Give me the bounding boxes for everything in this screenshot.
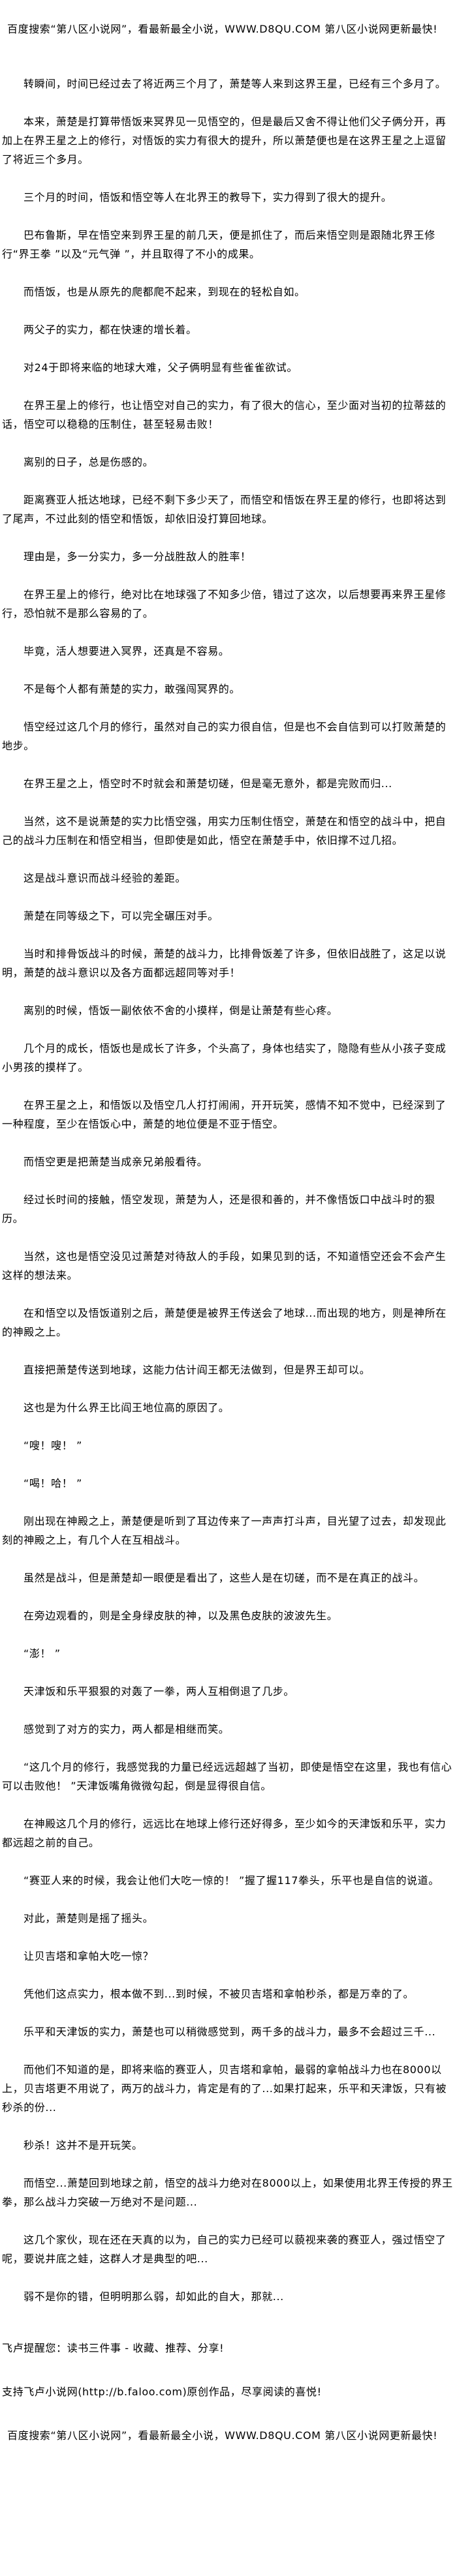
paragraph: 在界王星上的修行，也让悟空对自己的实力，有了很大的信心，至少面对当初的拉蒂兹的话… <box>2 399 447 430</box>
paragraph: “澎！ ” <box>24 1647 61 1660</box>
paragraph: 在和悟空以及悟饭道别之后，萧楚便是被界王传送会了地球...而出现的地方，则是神所… <box>2 1307 447 1338</box>
paragraph: 虽然是战斗，但是萧楚却一眼便是看出了，这些人是在切磋，而不是在真正的战斗。 <box>24 1572 425 1584</box>
paragraph: 当然，这不是说萧楚的实力比悟空强，用实力压制住悟空，萧楚在和悟空的战斗中，把自己… <box>2 815 447 846</box>
paragraph: 在界王星之上，悟空时不时就会和萧楚切磋，但是毫无意外，都是完败而归... <box>24 777 392 790</box>
paragraph: 对24于即将来临的地球大难，父子俩明显有些雀雀欲试。 <box>24 361 298 374</box>
paragraph: 两父子的实力，都在快速的增长着。 <box>24 323 197 336</box>
footer-support-link: 支持飞卢小说网(http://b.faloo.com)原创作品，尽享阅读的喜悦! <box>2 2386 322 2398</box>
paragraph: 萧楚在同等级之下，可以完全碾压对手。 <box>24 910 219 922</box>
paragraph: 感觉到了对方的实力，两人都是相继而笑。 <box>24 1723 230 1735</box>
site-banner-bottom: 百度搜索“第八区小说网”，看最新最全小说，WWW.D8QU.COM 第八区小说网… <box>7 2429 438 2442</box>
paragraph: 乐平和天津饭的实力，萧楚也可以稍微感觉到，两千多的战斗力，最多不会超过三千... <box>24 2026 436 2038</box>
paragraph: 当时和排骨饭战斗的时候，萧楚的战斗力，比排骨饭差了许多，但依旧战胜了，这足以说明… <box>2 948 447 979</box>
document-page: 百度搜索“第八区小说网”，看最新最全小说，WWW.D8QU.COM 第八区小说网… <box>2 23 453 2445</box>
paragraph: 几个月的成长，悟饭也是成长了许多，个头高了，身体也结实了，隐隐有些从小孩子变成小… <box>2 1042 447 1073</box>
paragraph: 对此，萧楚则是摇了摇头。 <box>24 1912 154 1925</box>
paragraph: 而悟空更是把萧楚当成亲兄弟般看待。 <box>24 1156 208 1168</box>
paragraph: 而悟饭，也是从原先的爬都爬不起来，到现在的轻松自如。 <box>24 286 306 298</box>
paragraph: 而悟空...萧楚回到地球之前，悟空的战斗力绝对在8000以上，如果使用北界王传授… <box>2 2177 453 2208</box>
paragraph: 在界王星上的修行，绝对比在地球强了不知多少倍，错过了这次，以后想要再来界王星修行… <box>2 588 447 620</box>
paragraph: 巴布鲁斯，早在悟空来到界王星的前几天，便是抓住了，而后来悟空则是跟随北界王修行“… <box>2 229 435 260</box>
paragraph: 刚出现在神殿之上，萧楚便是听到了耳边传来了一声声打斗声，目光望了过去，却发现此刻… <box>2 1515 447 1546</box>
paragraph: 这也是为什么界王比阎王地位高的原因了。 <box>24 1401 230 1414</box>
page-footer: 飞卢提醒您：读书三件事 - 收藏、推荐、分享! 支持飞卢小说网(http://b… <box>2 2339 453 2445</box>
paragraph: “这几个月的修行，我感觉我的力量已经远远超越了当初，即使是悟空在这里，我也有信心… <box>2 1761 452 1792</box>
paragraph: 在神殿这几个月的修行，远远比在地球上修行还好得多，至少如今的天津饭和乐平，实力都… <box>2 1818 447 1849</box>
paragraph: 在旁边观看的，则是全身绿皮肤的神，以及黑色皮肤的波波先生。 <box>24 1610 338 1622</box>
paragraph: 理由是，多一分实力，多一分战胜敌人的胜率！ <box>24 550 251 563</box>
footer-reminder: 飞卢提醒您：读书三件事 - 收藏、推荐、分享! <box>2 2342 225 2354</box>
paragraph: 距离赛亚人抵达地球，已经不剩下多少天了，而悟空和悟饭在界王星的修行，也即将达到了… <box>2 494 447 525</box>
paragraph: 弱不是你的错，但明明那么弱，却如此的自大，那就... <box>24 2290 284 2303</box>
paragraph: 毕竟，活人想要进入冥界，还真是不容易。 <box>24 645 230 657</box>
paragraph: 让贝吉塔和拿帕大吃一惊？ <box>24 1950 154 1962</box>
paragraph: 这是战斗意识而战斗经验的差距。 <box>24 872 187 884</box>
paragraph: 经过长时间的接触，悟空发现，萧楚为人，还是很和善的，并不像悟饭口中战斗时的狠历。 <box>2 1193 435 1225</box>
paragraph: 天津饭和乐平狠狠的对轰了一拳，两人互相倒退了几步。 <box>24 1685 295 1698</box>
site-banner-top: 百度搜索“第八区小说网”，看最新最全小说，WWW.D8QU.COM 第八区小说网… <box>7 23 438 35</box>
paragraph: 悟空经过这几个月的修行，虽然对自己的实力很自信，但是也不会自信到可以打败萧楚的地… <box>2 721 447 752</box>
paragraph: “喝！哈！ ” <box>24 1477 82 1490</box>
paragraph: 秒杀！这并不是开玩笑。 <box>24 2139 143 2151</box>
paragraph: 这几个家伙，现在还在天真的以为，自己的实力已经可以藐视来袭的赛亚人，强过悟空了呢… <box>2 2234 447 2265</box>
paragraph: 离别的时候，悟饭一副依依不舍的小摸样，倒是让萧楚有些心疼。 <box>24 1004 338 1017</box>
paragraph: 而他们不知道的是，即将来临的赛亚人，贝吉塔和拿帕，最弱的拿帕战斗力也在8000以… <box>2 2063 447 2114</box>
paragraph: 凭他们这点实力，根本做不到...到时候，不被贝吉塔和拿帕秒杀，都是万幸的了。 <box>24 1988 415 2000</box>
paragraph: 直接把萧楚传送到地球，这能力估计阎王都无法做到，但是界王却可以。 <box>24 1364 371 1376</box>
paragraph: 本来，萧楚是打算带悟饭来冥界见一见悟空的，但是最后又舍不得让他们父子俩分开，再加… <box>2 115 447 166</box>
paragraph: 当然，这也是悟空没见过萧楚对待敌人的手段，如果见到的话，不知道悟空还会不会产生这… <box>2 1250 447 1281</box>
paragraph: “赛亚人来的时候，我会让他们大吃一惊的！ ”握了握117拳头，乐平也是自信的说道… <box>24 1874 439 1887</box>
paragraph: “嗖！嗖！ ” <box>24 1439 82 1452</box>
paragraph: 离别的日子，总是伤感的。 <box>24 456 154 468</box>
paragraph: 不是每个人都有萧楚的实力，敢强闯冥界的。 <box>24 683 241 695</box>
chapter-content: 转瞬间，时间已经过去了将近两三个月了，萧楚等人来到这界王星，已经有三个多月了。本… <box>2 74 453 2306</box>
paragraph: 在界王星之上，和悟饭以及悟空几人打打闹闹，开开玩笑，感情不知不觉中，已经深到了一… <box>2 1099 447 1130</box>
paragraph: 三个月的时间，悟饭和悟空等人在北界王的教导下，实力得到了很大的提升。 <box>24 191 392 203</box>
paragraph: 转瞬间，时间已经过去了将近两三个月了，萧楚等人来到这界王星，已经有三个多月了。 <box>24 78 447 90</box>
